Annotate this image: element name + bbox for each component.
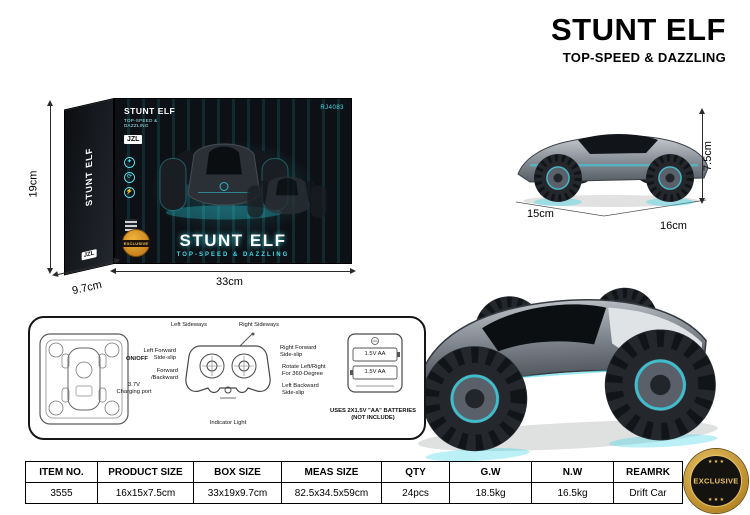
spec-header-cell: QTY [381,461,450,483]
product-photo-dimensioned: 7.5cm 15cm 16cm [512,98,722,233]
package-box-visual: STUNT ELF JZL STUNT ELF TOP-SPEED & DAZZ… [27,98,356,297]
label-on-off: ON/OFF [126,356,148,362]
label-right-forward-side-slip: Right Forward Side-slip [280,345,317,358]
car-photo-large [392,218,734,470]
label-battery-note: USES 2X1.5V "AA" BATTERIES (NOT INCLUDE) [330,408,416,421]
remote-control-drawing [185,332,271,399]
box-front-title: STUNT ELF [179,231,287,250]
spec-header-cell: ITEM NO. [25,461,98,483]
spec-value-cell: Drift Car [613,482,683,504]
label-left-backward-side-slip: Left Backward Side-slip [282,383,319,396]
qr-code [125,219,137,231]
box-side-panel: STUNT ELF JZL [64,98,114,276]
blister-tray-drawing [39,333,129,425]
spec-value-cell: 16x15x7.5cm [97,482,194,504]
label-indicator-light: Indicator Light [209,420,247,426]
label-rotate-360: Rotate Left/Right For 360-Degree [282,364,326,377]
spec-header-cell: N.W [531,461,614,483]
box-brand-logo: JZL [124,135,143,144]
page-title: STUNT ELF [551,12,726,47]
dim-box-height: 19cm [27,170,40,198]
spec-value-row: 3555 16x15x7.5cm 33x19x9.7cm 82.5x34.5x5… [25,482,683,504]
dim-line-box-width [110,268,356,274]
spec-header-cell: MEAS SIZE [281,461,382,483]
label-forward-backward: Forward /Backward [150,368,178,381]
box-front-panel: STUNT ELF TOP-SPEED & DAZZLING JZL ✦ ⟳ ⚡… [114,98,352,264]
spec-value-cell: 16.5kg [531,482,614,504]
dim-line-box-height [47,100,53,274]
label-battery-cell-2: 1.5V AA [364,369,386,375]
spec-table: ITEM NO. PRODUCT SIZE BOX SIZE MEAS SIZE… [25,461,683,504]
spec-header-cell: REAMRK [613,461,683,483]
box-front-small-title: STUNT ELF [124,106,176,116]
feature-icon: ✦ [124,157,135,168]
box-front-title-block: STUNT ELF TOP-SPEED & DAZZLING [115,231,351,258]
box-exclusive-badge-text: EXCLUSIVE [121,239,151,247]
box-side-title: STUNT ELF [84,146,94,208]
dim-car-depth: 15cm [527,208,554,220]
box-side-brand-logo: JZL [81,249,97,261]
box-exclusive-badge: EXCLUSIVE [121,229,151,257]
label-right-sideways: Right Sideways [239,322,279,328]
feature-icons: ✦ ⟳ ⚡ [124,157,135,198]
box-front-subtitle: TOP-SPEED & DAZZLING [176,252,290,258]
dim-car-width: 16cm [660,220,687,232]
dim-line-car-height [699,108,705,204]
product-photo-large [392,218,734,470]
spec-header-cell: BOX SIZE [193,461,282,483]
car-photo-small [515,134,709,217]
box-front-header: STUNT ELF TOP-SPEED & DAZZLING JZL [124,106,175,146]
label-left-forward-side-slip: Left Forward Side-slip [143,348,176,361]
spec-header-row: ITEM NO. PRODUCT SIZE BOX SIZE MEAS SIZE… [25,461,683,483]
box-car-illustration-secondary [247,176,327,218]
dim-box-depth: 9.7cm [71,278,103,298]
spec-value-cell: 3555 [25,482,98,504]
contents-diagram-panel: ON/OFF 3.7V Charging port Left Sideways … [28,316,426,440]
seal-stars-bottom: ★ ★ ★ [707,497,725,503]
seal-text: EXCLUSIVE [693,476,739,486]
label-charging-port: 3.7V Charging port [116,382,152,395]
spec-header-cell: PRODUCT SIZE [97,461,194,483]
feature-icon: ⟳ [124,172,135,183]
battery-compartment-drawing [347,333,403,393]
label-left-sideways: Left Sideways [170,322,208,328]
seal-stars-top: ★ ★ ★ [707,459,725,465]
dim-box-width: 33cm [216,276,243,288]
box-front-tagline: TOP-SPEED & DAZZLING [124,118,158,128]
label-battery-cell-1: 1.5V AA [364,351,386,357]
dim-car-height: 7.5cm [701,141,714,171]
spec-value-cell: 33x19x9.7cm [193,482,282,504]
spec-value-cell: 24pcs [381,482,450,504]
spec-value-cell: 18.5kg [449,482,532,504]
exclusive-seal-inner [690,455,742,507]
page-subtitle: TOP-SPEED & DAZZLING [562,49,726,65]
header: STUNT ELF TOP-SPEED & DAZZLING [551,12,726,65]
spec-value-cell: 82.5x34.5x59cm [281,482,382,504]
box-model-number: RJ4083 [320,105,344,111]
spec-header-cell: G.W [449,461,532,483]
feature-icon: ⚡ [124,187,135,198]
exclusive-seal: ★ ★ ★ EXCLUSIVE ★ ★ ★ [684,449,748,513]
